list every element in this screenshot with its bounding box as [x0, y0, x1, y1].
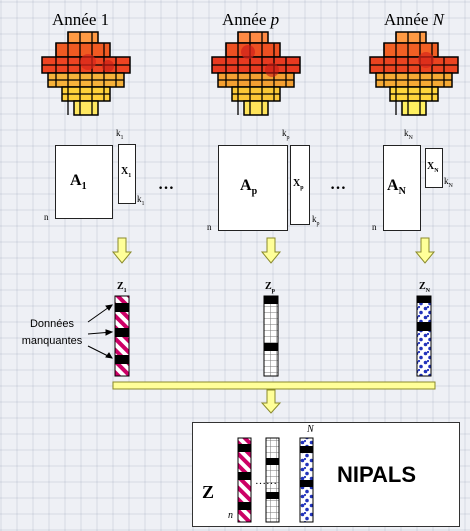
map-year-1-grid — [41, 31, 131, 116]
final-dots: …… — [255, 475, 277, 487]
year-title-n: Année N — [384, 10, 444, 30]
down-arrow-final — [260, 389, 282, 414]
matrix-a-1 — [55, 145, 113, 219]
final-n-label: n — [228, 510, 233, 521]
z-column-1 — [114, 295, 130, 377]
matrix-a-n-n-label: n — [372, 222, 377, 232]
matrix-x-n-label: XN — [427, 161, 439, 174]
map-year-p — [211, 31, 301, 116]
year-title-1-index: 1 — [100, 10, 110, 29]
z-label-n: ZN — [419, 281, 431, 294]
matrix-a-1-k-top: k1 — [116, 128, 124, 141]
missing-data-label-line2: manquantes — [21, 335, 83, 347]
map-year-1 — [41, 31, 131, 116]
matrix-x-p — [290, 145, 310, 225]
matrix-x-p-k-side: kp — [312, 214, 320, 227]
matrix-a-1-label: A1 — [70, 172, 87, 193]
missing-data-label: Données manquantes — [12, 316, 92, 350]
matrix-a-p-k-top: kp — [282, 128, 290, 141]
matrix-a-p-label: Ap — [240, 177, 258, 198]
matrix-x-n-k-side: kN — [444, 176, 453, 189]
matrix-a-n — [383, 145, 421, 231]
year-title-p-text: Année — [222, 10, 271, 29]
nipals-label: NIPALS — [337, 462, 417, 487]
ellipsis-1: … — [158, 176, 174, 193]
z-column-n — [416, 295, 432, 377]
matrix-x-1 — [118, 144, 136, 204]
year-title-p-index: p — [270, 10, 280, 29]
matrix-a-p — [218, 145, 288, 231]
map-year-p-grid — [211, 31, 301, 116]
final-z-matrix — [237, 437, 314, 523]
missing-data-label-line1: Données — [29, 318, 75, 330]
missing-arrows — [87, 304, 114, 359]
matrix-a-n-k-top: kN — [404, 128, 413, 141]
z-label-1: Z1 — [117, 281, 127, 294]
matrix-a-p-n-label: n — [207, 222, 212, 232]
year-title-1: Année 1 — [52, 10, 109, 30]
matrix-x-n — [425, 148, 443, 188]
year-title-1-text: Année — [52, 10, 101, 29]
year-title-n-text: Année — [384, 10, 433, 29]
final-z-label: Z — [202, 482, 215, 502]
matrix-a-1-n-label: n — [44, 212, 49, 222]
z-column-p — [263, 295, 279, 377]
matrix-a-n-label: AN — [387, 177, 406, 198]
nipals-box — [192, 422, 460, 527]
down-arrow-p — [260, 237, 282, 264]
matrix-x-1-k-side: k1 — [137, 194, 145, 207]
map-year-n — [369, 31, 459, 116]
map-year-n-grid — [369, 31, 459, 116]
year-title-p: Année p — [222, 10, 279, 30]
collector-bar — [112, 381, 436, 390]
down-arrow-n — [414, 237, 436, 264]
matrix-x-p-label: Xp — [293, 178, 304, 191]
z-label-p: Zp — [265, 281, 276, 294]
ellipsis-2: … — [330, 176, 346, 193]
down-arrow-1 — [111, 237, 133, 264]
year-title-n-index: N — [432, 10, 444, 29]
matrix-x-1-label: X1 — [121, 166, 132, 179]
final-N-label: N — [307, 424, 314, 435]
